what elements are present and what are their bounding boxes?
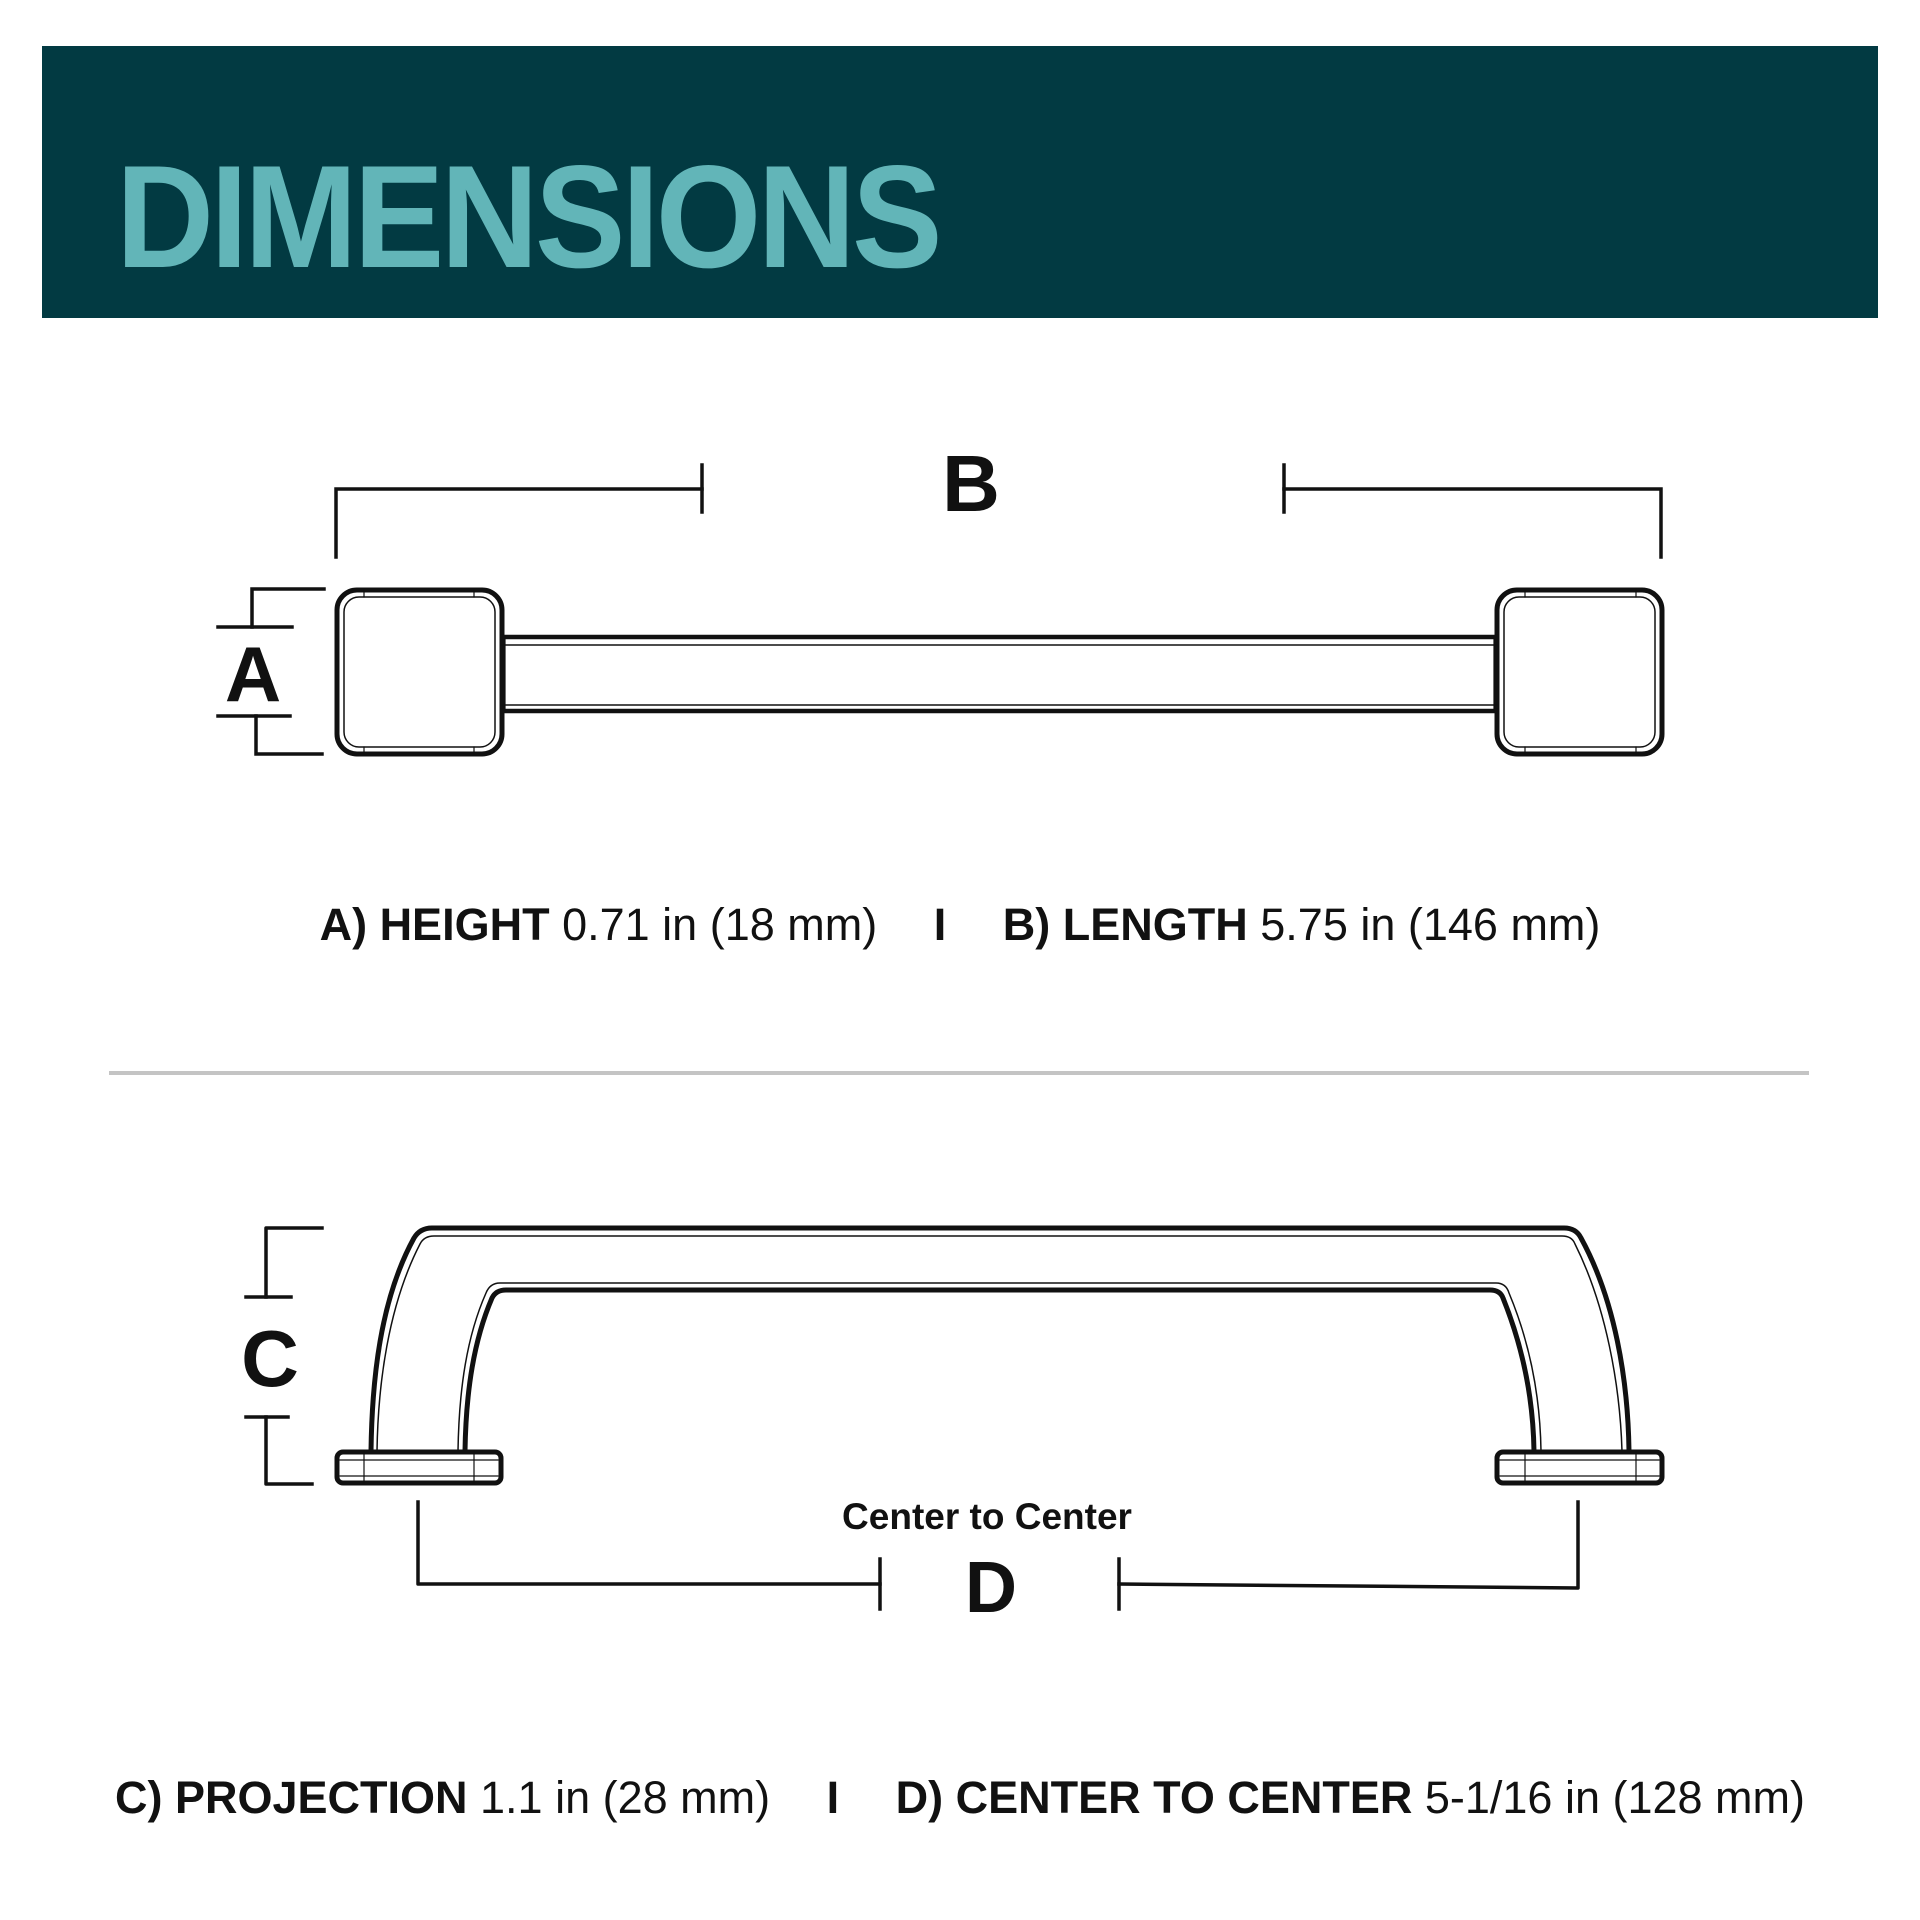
left-mount-foot: [334, 1449, 504, 1486]
projection-label: C) PROJECTION: [114, 1772, 468, 1823]
dimension-label-b: B: [942, 439, 1000, 528]
top-view-drawing: [216, 463, 1665, 757]
side-view-drawing: [244, 1225, 1665, 1611]
dimension-label-d: D: [965, 1548, 1017, 1628]
dimension-a-bracket: [216, 587, 326, 756]
right-mount-square: [1494, 587, 1665, 757]
handle-arch-side-view: [368, 1225, 1632, 1454]
dimension-c-bracket: [244, 1226, 324, 1486]
dimension-d-bracket: [416, 1500, 1580, 1611]
dimension-b-bracket: [334, 463, 1663, 559]
height-value: 0.71 in (18 mm): [562, 899, 878, 950]
left-mount-square: [334, 587, 505, 757]
spec-line-projection-center: C) PROJECTION 1.1 in (28 mm) I D) CENTER…: [0, 1770, 1920, 1826]
dimension-label-a: A: [225, 630, 281, 718]
length-label: B) LENGTH: [1002, 899, 1248, 950]
center-to-center-caption: Center to Center: [842, 1496, 1132, 1537]
right-mount-foot: [1494, 1449, 1665, 1486]
center-to-center-value: 5-1/16 in (128 mm): [1424, 1772, 1806, 1823]
header-banner: DIMENSIONS: [42, 46, 1878, 318]
spec-line-height-length: A) HEIGHT 0.71 in (18 mm) I B) LENGTH 5.…: [0, 897, 1920, 953]
height-label: A) HEIGHT: [319, 899, 550, 950]
center-to-center-label: D) CENTER TO CENTER: [895, 1772, 1413, 1823]
page-title: DIMENSIONS: [116, 135, 943, 298]
handle-bar-top-view: [499, 634, 1500, 714]
spec-separator: I: [826, 1772, 840, 1823]
spec-separator: I: [933, 899, 947, 950]
length-value: 5.75 in (146 mm): [1260, 899, 1601, 950]
projection-value: 1.1 in (28 mm): [480, 1772, 771, 1823]
dimension-label-c: C: [241, 1314, 299, 1403]
section-divider: [109, 1071, 1809, 1075]
